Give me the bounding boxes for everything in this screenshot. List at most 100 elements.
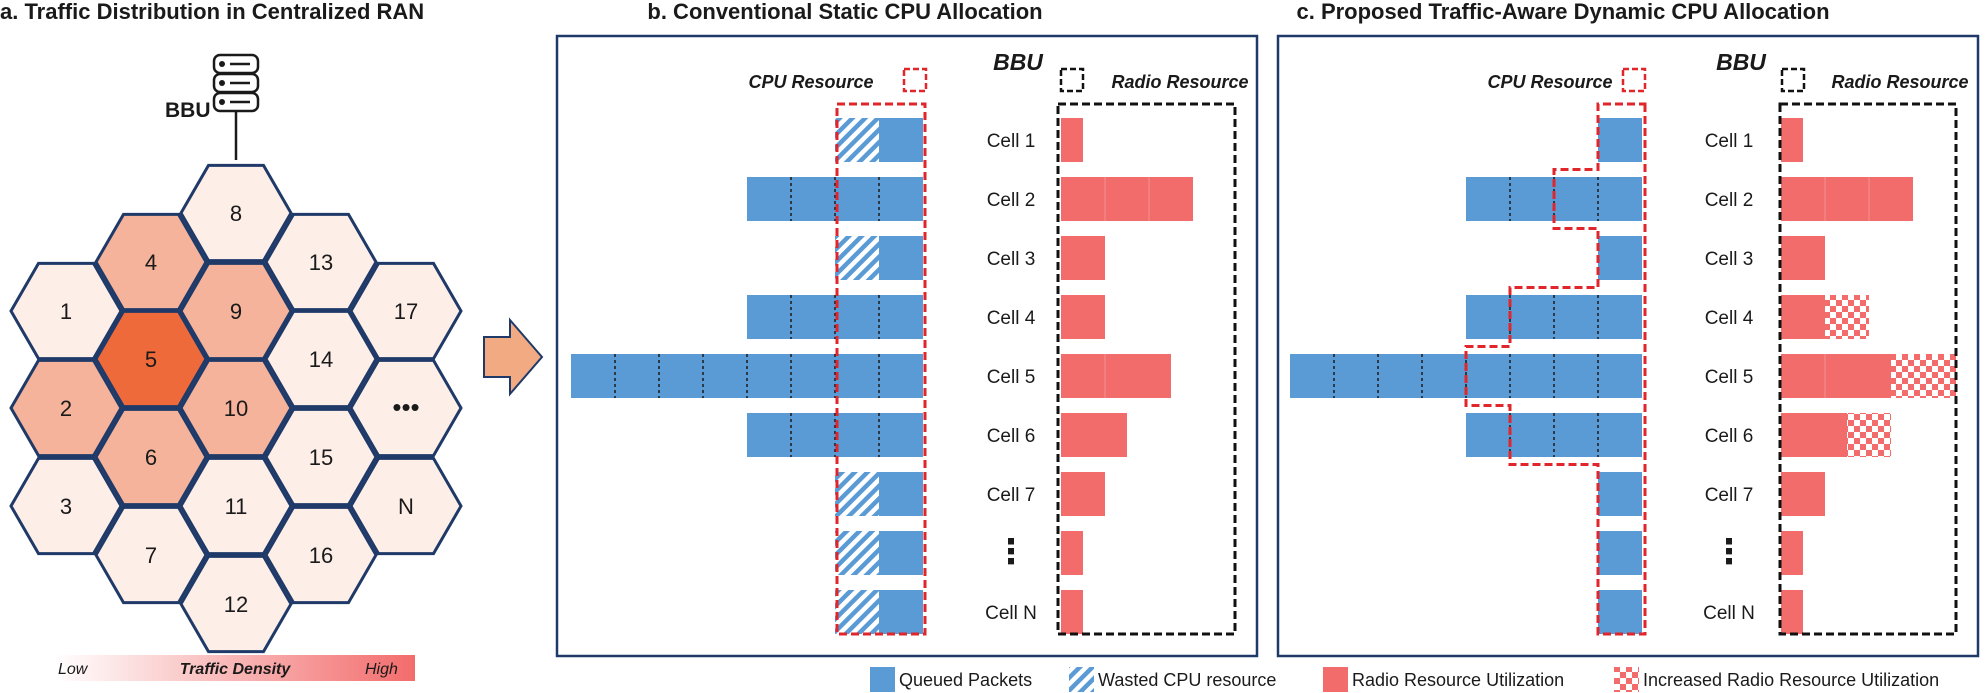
panel-c-row: Cell 2 xyxy=(1466,177,1913,221)
panel-c-cpu-boundary xyxy=(1464,102,1647,636)
hex-cell-label: 1 xyxy=(60,299,72,324)
panel-c-title: c. Proposed Traffic-Aware Dynamic CPU Al… xyxy=(1296,0,1829,24)
cell-label: Cell 1 xyxy=(1705,131,1754,152)
hex-cell: 2 xyxy=(9,358,123,458)
radio-bar xyxy=(1061,354,1171,398)
panel-c-bbu-label: BBU xyxy=(1716,49,1767,75)
hex-cell: 12 xyxy=(179,554,293,654)
hex-cell: 9 xyxy=(179,261,293,361)
hex-cell-label: 9 xyxy=(230,299,242,324)
cell-label: ⋮ xyxy=(994,533,1028,571)
increased-radio-bar xyxy=(1847,413,1891,457)
radio-bar xyxy=(1061,295,1105,339)
panel-c-row: Cell 3 xyxy=(1598,236,1825,280)
radio-bar xyxy=(1781,236,1825,280)
radio-bar xyxy=(1781,295,1825,339)
hex-cell-label: 16 xyxy=(309,543,333,568)
radio-bar xyxy=(1061,177,1193,221)
hex-cell: 15 xyxy=(264,407,378,507)
hex-cell-label: 7 xyxy=(145,543,157,568)
panel-c-row: Cell 7 xyxy=(1598,472,1825,516)
queued-bar xyxy=(879,118,923,162)
panel-b: BBU CPU Resource Radio Resource Cell 1Ce… xyxy=(555,34,1259,658)
queued-bar xyxy=(1598,590,1642,634)
hex-cell: 5 xyxy=(94,309,208,409)
increased-radio-bar xyxy=(1891,354,1957,398)
queued-bar xyxy=(1598,472,1642,516)
hex-cell: 14 xyxy=(264,309,378,409)
panel-b-row: Cell 4 xyxy=(747,295,1105,339)
radio-bar xyxy=(1781,590,1803,634)
queued-bar xyxy=(879,590,923,634)
panel-b-radio-legend-box xyxy=(1059,67,1085,93)
hex-cell-label: ••• xyxy=(392,392,419,422)
cell-label: Cell 2 xyxy=(1705,190,1754,211)
radio-bar xyxy=(1781,531,1803,575)
cell-label: Cell N xyxy=(985,603,1037,624)
increased-radio-bar xyxy=(1825,295,1869,339)
panel-b-radio-label: Radio Resource xyxy=(1111,72,1248,92)
hex-cell: 16 xyxy=(264,505,378,605)
panel-a-title: a. Traffic Distribution in Centralized R… xyxy=(0,0,424,24)
queued-bar xyxy=(1598,531,1642,575)
hex-cell: 6 xyxy=(94,407,208,507)
legend-queued-label: Queued Packets xyxy=(899,670,1032,690)
panel-b-cpu-legend-box xyxy=(902,67,928,93)
hex-cell: 3 xyxy=(9,456,123,556)
radio-bar xyxy=(1061,118,1083,162)
wasted-cpu-bar xyxy=(835,590,879,634)
arrow-icon xyxy=(483,317,544,397)
queued-bar xyxy=(879,472,923,516)
cell-label: Cell 1 xyxy=(987,131,1036,152)
radio-bar xyxy=(1061,531,1083,575)
hex-cell-label: 13 xyxy=(309,250,333,275)
panel-b-row: Cell N xyxy=(835,590,1083,634)
radio-bar xyxy=(1061,236,1105,280)
cell-label: Cell N xyxy=(1703,603,1755,624)
hex-cell: 11 xyxy=(179,456,293,556)
hex-cell: ••• xyxy=(349,358,463,458)
panel-c-row: Cell 6 xyxy=(1466,413,1891,457)
panel-c-cpu-label: CPU Resource xyxy=(1487,72,1612,92)
cell-label: Cell 4 xyxy=(987,308,1036,329)
panel-b-cpu-boundary xyxy=(835,102,927,636)
panel-b-row: Cell 1 xyxy=(835,118,1083,162)
legend-radio-label: Radio Resource Utilization xyxy=(1352,670,1564,690)
cell-label: Cell 5 xyxy=(1705,367,1754,388)
cell-label: Cell 3 xyxy=(1705,249,1754,270)
wasted-cpu-bar xyxy=(835,118,879,162)
wasted-cpu-bar xyxy=(835,531,879,575)
hex-cell-label: 3 xyxy=(60,494,72,519)
panel-c-row: Cell 5 xyxy=(1290,354,1957,398)
hex-cell-label: 10 xyxy=(224,396,248,421)
panel-c-cpu-legend-box xyxy=(1621,67,1647,93)
queued-bar xyxy=(1598,118,1642,162)
hex-cell: 1 xyxy=(9,261,123,361)
cell-label: Cell 3 xyxy=(987,249,1036,270)
hex-cell: 8 xyxy=(179,163,293,263)
queued-bar xyxy=(879,531,923,575)
panel-b-cpu-label: CPU Resource xyxy=(748,72,873,92)
panel-b-row: Cell 3 xyxy=(835,236,1105,280)
cell-label: Cell 7 xyxy=(987,485,1036,506)
cell-label: Cell 5 xyxy=(987,367,1036,388)
panel-b-radio-boundary xyxy=(1056,102,1237,636)
panel-b-row: Cell 6 xyxy=(747,413,1127,457)
hex-cell-label: 5 xyxy=(145,347,157,372)
hex-cell-label: 15 xyxy=(309,445,333,470)
radio-bar xyxy=(1061,590,1083,634)
panel-c-radio-label: Radio Resource xyxy=(1831,72,1968,92)
panel-b-row: Cell 5 xyxy=(571,354,1171,398)
cell-label: Cell 4 xyxy=(1705,308,1754,329)
cell-label: Cell 7 xyxy=(1705,485,1754,506)
cell-label: ⋮ xyxy=(1712,533,1746,571)
hex-cell: 4 xyxy=(94,212,208,312)
panel-c-row: Cell 4 xyxy=(1466,295,1869,339)
hex-cell: 10 xyxy=(179,358,293,458)
queued-bar xyxy=(879,236,923,280)
cell-label: Cell 2 xyxy=(987,190,1036,211)
hex-cell: 7 xyxy=(94,505,208,605)
bottom-legend: Queued Packets Wasted CPU resource Radio… xyxy=(870,667,1939,692)
panel-c-row: Cell 1 xyxy=(1598,118,1803,162)
hex-cell-label: 17 xyxy=(394,299,418,324)
